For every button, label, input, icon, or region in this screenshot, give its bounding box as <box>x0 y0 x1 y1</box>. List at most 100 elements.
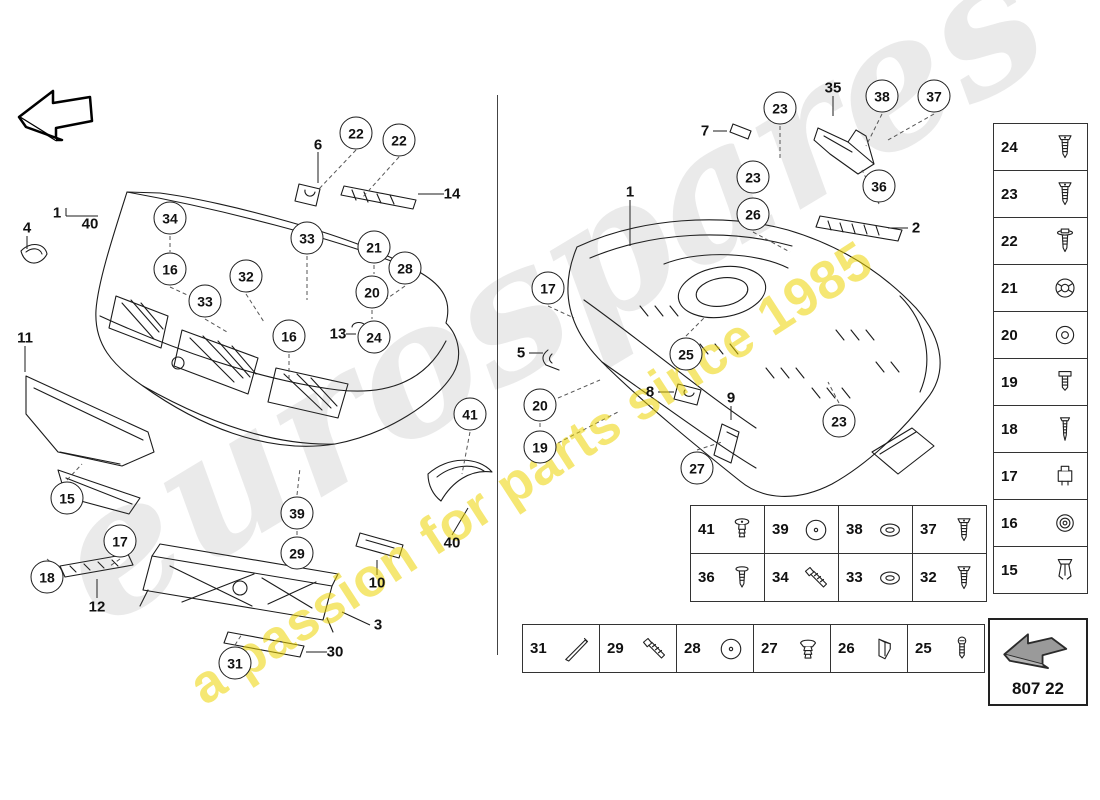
callout-14[interactable]: 14 <box>443 185 461 203</box>
part-number: 23 <box>1001 185 1018 203</box>
part-cell-27[interactable]: 27 <box>754 625 831 673</box>
callout-7[interactable]: 7 <box>700 122 710 140</box>
screw-torx-icon <box>949 511 979 549</box>
part-cell-41[interactable]: 41 <box>691 506 765 554</box>
part-cell-16[interactable]: 16 <box>994 500 1088 547</box>
callout-39[interactable]: 39 <box>280 496 314 530</box>
part-cell-17[interactable]: 17 <box>994 453 1088 500</box>
callout-31[interactable]: 31 <box>218 646 252 680</box>
callout-15[interactable]: 15 <box>50 481 84 515</box>
callout-11[interactable]: 11 <box>17 329 33 347</box>
callout-12[interactable]: 12 <box>88 598 106 616</box>
part-cell-38[interactable]: 38 <box>839 506 913 554</box>
callout-27[interactable]: 27 <box>680 451 714 485</box>
callout-19[interactable]: 19 <box>523 430 557 464</box>
part-cell-34[interactable]: 34 <box>765 554 839 602</box>
part-cell-19[interactable]: 19 <box>994 359 1088 406</box>
part-number: 32 <box>920 569 937 586</box>
nut-cap-icon <box>1050 269 1080 307</box>
callout-18[interactable]: 18 <box>30 560 64 594</box>
callout-33[interactable]: 33 <box>290 221 324 255</box>
callout-2[interactable]: 2 <box>911 219 921 237</box>
callout-35[interactable]: 35 <box>824 79 842 97</box>
next-page-arrow-icon[interactable] <box>997 623 1079 673</box>
callout-30[interactable]: 30 <box>326 643 344 661</box>
callout-16[interactable]: 16 <box>272 319 306 353</box>
part-cell-18[interactable]: 18 <box>994 406 1088 453</box>
callout-23[interactable]: 23 <box>822 404 856 438</box>
bolt-icon <box>1050 363 1080 401</box>
callout-38[interactable]: 38 <box>865 79 899 113</box>
callout-37[interactable]: 37 <box>917 79 951 113</box>
callout-41[interactable]: 41 <box>453 397 487 431</box>
callout-25[interactable]: 25 <box>669 337 703 371</box>
screw-washer-icon <box>1050 222 1080 260</box>
part-cell-22[interactable]: 22 <box>994 218 1088 265</box>
rivet-icon <box>727 559 757 597</box>
part-number: 33 <box>846 569 863 586</box>
callout-21[interactable]: 21 <box>357 230 391 264</box>
part-number: 37 <box>920 521 937 538</box>
part-number: 20 <box>1001 326 1018 344</box>
part-cell-26[interactable]: 26 <box>831 625 908 673</box>
leader-lines-right <box>539 113 935 451</box>
part-cell-28[interactable]: 28 <box>677 625 754 673</box>
callout-26[interactable]: 26 <box>736 197 770 231</box>
callout-23[interactable]: 23 <box>763 91 797 125</box>
part-cell-31[interactable]: 31 <box>523 625 600 673</box>
part-cell-29[interactable]: 29 <box>600 625 677 673</box>
push-pin-icon <box>727 511 757 549</box>
part-cell-15[interactable]: 15 <box>994 547 1088 594</box>
callout-20[interactable]: 20 <box>523 388 557 422</box>
right-bumper-drawing <box>542 123 941 497</box>
part-cell-39[interactable]: 39 <box>765 506 839 554</box>
callout-24[interactable]: 24 <box>357 320 391 354</box>
grommet-round-icon <box>1050 504 1080 542</box>
callout-13[interactable]: 13 <box>329 325 347 343</box>
callout-40[interactable]: 40 <box>81 215 99 233</box>
callout-6[interactable]: 6 <box>313 136 323 154</box>
part-cell-21[interactable]: 21 <box>994 265 1088 312</box>
part-cell-23[interactable]: 23 <box>994 171 1088 218</box>
grommet-oval-icon <box>875 559 905 597</box>
callout-8[interactable]: 8 <box>645 383 655 401</box>
callout-10[interactable]: 10 <box>368 574 386 592</box>
part-number: 39 <box>772 521 789 538</box>
part-cell-33[interactable]: 33 <box>839 554 913 602</box>
part-cell-37[interactable]: 37 <box>913 506 987 554</box>
callout-20[interactable]: 20 <box>355 275 389 309</box>
callout-32[interactable]: 32 <box>229 259 263 293</box>
callout-1[interactable]: 1 <box>625 183 635 201</box>
part-cell-20[interactable]: 20 <box>994 312 1088 359</box>
fasteners-mid-grid: 41 39 38 37 36 34 33 32 <box>690 505 987 602</box>
callout-23[interactable]: 23 <box>736 160 770 194</box>
callout-17[interactable]: 17 <box>103 524 137 558</box>
callout-28[interactable]: 28 <box>388 251 422 285</box>
label-lines <box>24 96 908 653</box>
part-cell-25[interactable]: 25 <box>908 625 985 673</box>
callout-3[interactable]: 3 <box>373 616 383 634</box>
part-number: 31 <box>530 640 547 657</box>
screw-pan-icon <box>947 630 977 668</box>
page-ref-box: 807 22 <box>988 618 1088 706</box>
callout-9[interactable]: 9 <box>726 389 736 407</box>
callout-33[interactable]: 33 <box>188 284 222 318</box>
callout-40[interactable]: 40 <box>443 534 461 552</box>
part-cell-32[interactable]: 32 <box>913 554 987 602</box>
part-cell-36[interactable]: 36 <box>691 554 765 602</box>
callout-22[interactable]: 22 <box>382 123 416 157</box>
part-cell-24[interactable]: 24 <box>994 124 1088 171</box>
part-number: 36 <box>698 569 715 586</box>
callout-4[interactable]: 4 <box>22 219 32 237</box>
callout-16[interactable]: 16 <box>153 252 187 286</box>
callout-5[interactable]: 5 <box>516 344 526 362</box>
callout-36[interactable]: 36 <box>862 169 896 203</box>
callout-1[interactable]: 1 <box>52 204 62 222</box>
disc-icon <box>801 511 831 549</box>
callout-17[interactable]: 17 <box>531 271 565 305</box>
screw-torx-icon <box>1050 175 1080 213</box>
disc-icon <box>716 630 746 668</box>
callout-34[interactable]: 34 <box>153 201 187 235</box>
callout-22[interactable]: 22 <box>339 116 373 150</box>
callout-29[interactable]: 29 <box>280 536 314 570</box>
